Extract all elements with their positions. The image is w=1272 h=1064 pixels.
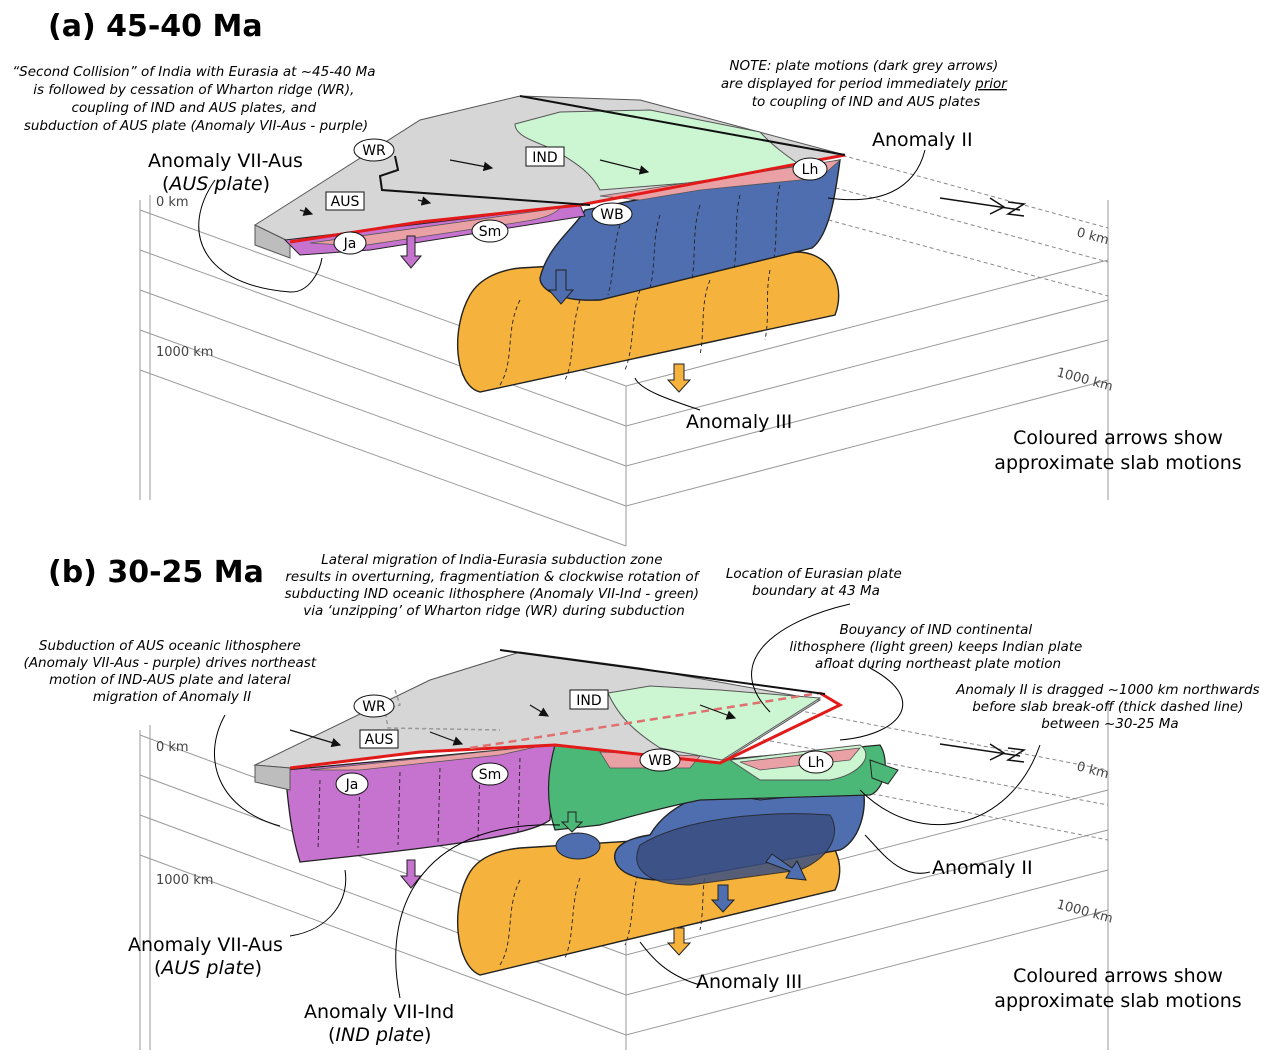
label-anomaly-vii-ind-b: Anomaly VII-Ind bbox=[304, 1001, 454, 1023]
panel-a-depth-1000-right: 1000 km bbox=[1055, 365, 1114, 394]
panel-a: (a) 45-40 Ma 0 km 1000 km 0 km 1000 km bbox=[12, 9, 1242, 547]
label-anomaly-vii-aus-b: Anomaly VII-Aus bbox=[128, 934, 283, 956]
tag-lh-b: Lh bbox=[798, 750, 834, 774]
svg-text:WR: WR bbox=[362, 699, 386, 715]
svg-text:Ja: Ja bbox=[345, 777, 359, 793]
tag-ja-b: Ja bbox=[335, 772, 369, 796]
tag-wb-b: WB bbox=[639, 748, 681, 772]
svg-text:Lh: Lh bbox=[808, 755, 825, 771]
anomaly-iii-contours-b bbox=[499, 857, 711, 966]
panel-b-note-buoyancy: Bouyancy of IND continental lithosphere … bbox=[789, 622, 1086, 672]
tag-wb-a: WB bbox=[591, 202, 633, 226]
legend-a-line-2: approximate slab motions bbox=[994, 452, 1241, 474]
panel-b: (b) 30-25 Ma 0 km 1000 km 0 km 1000 km bbox=[24, 552, 1264, 1050]
tag-ja-a: Ja bbox=[333, 231, 367, 255]
leader-buoyancy-b bbox=[839, 667, 904, 741]
boundary-43ma-b bbox=[469, 691, 821, 750]
svg-text:WB: WB bbox=[648, 753, 671, 769]
leader-note-right-b bbox=[859, 744, 1041, 825]
panel-a-note-right: NOTE: plate motions (dark grey arrows) a… bbox=[721, 58, 1011, 110]
anomaly-ii-contours-a bbox=[607, 184, 781, 296]
leader-anomaly-ii-b bbox=[864, 834, 931, 874]
svg-text:Ja: Ja bbox=[343, 236, 357, 252]
panel-a-depth-0-right: 0 km bbox=[1075, 225, 1110, 248]
leader-location-b bbox=[751, 603, 851, 713]
svg-text:WB: WB bbox=[600, 207, 623, 223]
panel-b-note-left: Subduction of AUS oceanic lithosphere (A… bbox=[24, 638, 321, 705]
plate-motion-arrows-b bbox=[289, 704, 737, 748]
label-aus-plate-a: (AUS plate) bbox=[162, 173, 270, 195]
panel-a-depth-1000-left: 1000 km bbox=[156, 345, 213, 360]
leader-anomaly-iii-b bbox=[639, 941, 701, 986]
slab-arrows-a bbox=[399, 235, 692, 393]
tag-wr-b: WR bbox=[353, 694, 395, 718]
panel-b-note-location: Location of Eurasian plate boundary at 4… bbox=[726, 566, 906, 599]
wharton-ridge-a bbox=[378, 155, 591, 206]
panel-a-depth-0-left: 0 km bbox=[156, 195, 189, 210]
plate-motion-arrows-a bbox=[299, 159, 650, 216]
anomaly-vii-aus-contours-b bbox=[317, 757, 521, 851]
leader-anomaly-vii-aus-a bbox=[198, 179, 323, 293]
north-arrow-b bbox=[939, 743, 1027, 763]
svg-text:IND: IND bbox=[576, 693, 601, 709]
plate-edge-a bbox=[254, 224, 291, 259]
north-arrow-a bbox=[939, 197, 1027, 217]
tag-lh-a: Lh bbox=[792, 157, 828, 181]
slab-arrows-b bbox=[399, 811, 807, 956]
svg-text:AUS: AUS bbox=[365, 732, 394, 748]
legend-b-line-1: Coloured arrows show bbox=[1013, 965, 1223, 987]
tag-wr-a: WR bbox=[353, 138, 395, 162]
svg-text:Sm: Sm bbox=[479, 224, 502, 240]
leader-note-left-b bbox=[214, 714, 281, 827]
legend-b-line-2: approximate slab motions bbox=[994, 990, 1241, 1012]
svg-text:WR: WR bbox=[362, 143, 386, 159]
label-anomaly-ii-b: Anomaly II bbox=[932, 857, 1033, 879]
leader-anomaly-vii-aus-b bbox=[289, 869, 347, 937]
tag-ind-b: IND bbox=[569, 689, 609, 710]
anomaly-iii-contours-a bbox=[499, 269, 771, 386]
label-anomaly-ii-a: Anomaly II bbox=[872, 129, 973, 151]
label-anomaly-iii-b: Anomaly III bbox=[696, 971, 802, 993]
panel-b-depth-1000-right: 1000 km bbox=[1055, 897, 1114, 926]
tag-aus-a: AUS bbox=[325, 191, 365, 211]
svg-text:AUS: AUS bbox=[331, 194, 360, 210]
label-ind-plate-b: (IND plate) bbox=[328, 1024, 431, 1046]
plate-boundary-a bbox=[289, 153, 846, 244]
panel-a-note-left: “Second Collision” of India with Eurasia… bbox=[12, 64, 380, 134]
svg-text:Sm: Sm bbox=[479, 767, 502, 783]
svg-text:Lh: Lh bbox=[802, 162, 819, 178]
panel-b-depth-0-right: 0 km bbox=[1075, 759, 1110, 782]
label-anomaly-iii-a: Anomaly III bbox=[686, 411, 792, 433]
legend-a-line-1: Coloured arrows show bbox=[1013, 427, 1223, 449]
panel-b-depth-1000-left: 1000 km bbox=[156, 873, 213, 888]
tag-sm-a: Sm bbox=[471, 219, 509, 243]
anomaly-ii-fragment-b bbox=[555, 832, 601, 860]
panel-b-depth-0-left: 0 km bbox=[156, 740, 189, 755]
panel-b-note-top: Lateral migration of India-Eurasia subdu… bbox=[285, 552, 704, 619]
leader-anomaly-ii-a bbox=[827, 149, 926, 201]
eurasia-boundary-b bbox=[499, 649, 826, 695]
leader-anomaly-vii-ind-b bbox=[395, 824, 561, 999]
tag-sm-b: Sm bbox=[471, 762, 509, 786]
label-anomaly-vii-aus-a: Anomaly VII-Aus bbox=[148, 150, 303, 172]
plate-boundary-b bbox=[289, 691, 844, 770]
svg-text:IND: IND bbox=[532, 150, 557, 166]
panel-b-note-right: Anomaly II is dragged ~1000 km northward… bbox=[955, 682, 1264, 732]
plate-edge-b bbox=[254, 764, 291, 791]
leader-anomaly-iii-a bbox=[634, 377, 701, 411]
eurasia-boundary-a bbox=[519, 95, 846, 156]
tag-ind-a: IND bbox=[525, 146, 565, 167]
anomaly-vii-ind-tip-b bbox=[869, 759, 899, 785]
label-aus-plate-b: (AUS plate) bbox=[154, 957, 262, 979]
panel-a-title: (a) 45-40 Ma bbox=[48, 9, 263, 44]
tag-aus-b: AUS bbox=[359, 729, 399, 749]
panel-b-title: (b) 30-25 Ma bbox=[48, 555, 264, 590]
